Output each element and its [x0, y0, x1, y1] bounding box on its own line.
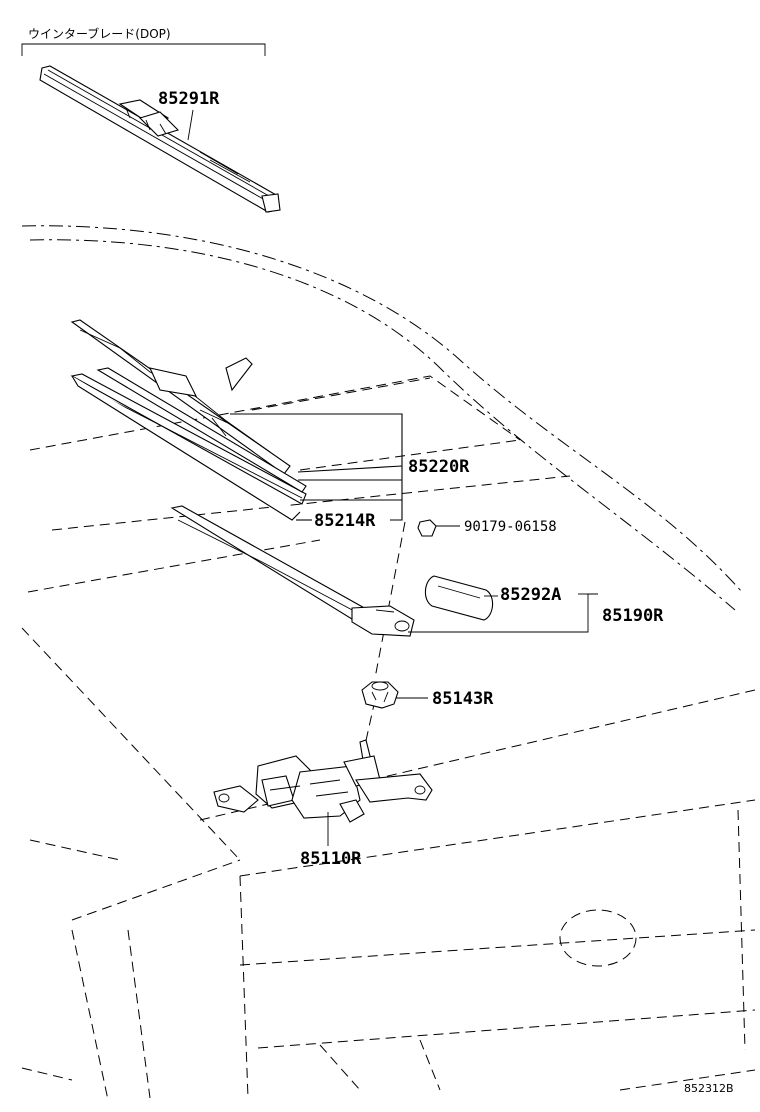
diagram-reference-code: 852312B: [684, 1082, 734, 1095]
bracket-85190R: [408, 593, 598, 633]
wiper-arm-illustration[interactable]: [170, 505, 415, 637]
leader-85220R-a: [297, 465, 403, 473]
blade-rubber-illustration[interactable]: [70, 367, 307, 521]
wiper-blade-illustration[interactable]: [70, 319, 291, 475]
winter-blade-caption-group: ウインターブレード(DOP): [21, 26, 266, 56]
pivot-cushion-illustration[interactable]: [361, 681, 399, 709]
label-85292A[interactable]: 85292A: [500, 585, 561, 605]
label-85143R[interactable]: 85143R: [432, 689, 494, 709]
label-85110R[interactable]: 85110R: [300, 849, 362, 869]
bracket-85220R: [230, 413, 403, 521]
arm-cap-illustration[interactable]: [424, 575, 494, 621]
leader-85291R: [187, 109, 194, 141]
label-85214R[interactable]: 85214R: [314, 511, 376, 531]
label-85220R[interactable]: 85220R: [408, 457, 470, 477]
label-85291R[interactable]: 85291R: [158, 89, 220, 109]
label-nut[interactable]: 90179-06158: [464, 519, 557, 535]
nut-illustration[interactable]: [417, 519, 437, 537]
wiper-motor-illustration[interactable]: [213, 739, 433, 823]
winter-blade-illustration[interactable]: [39, 65, 281, 213]
vehicle-body-outline: [21, 225, 756, 1101]
label-85190R[interactable]: 85190R: [602, 606, 664, 626]
caption-bracket: [21, 43, 266, 56]
winter-blade-caption: ウインターブレード(DOP): [28, 26, 171, 41]
